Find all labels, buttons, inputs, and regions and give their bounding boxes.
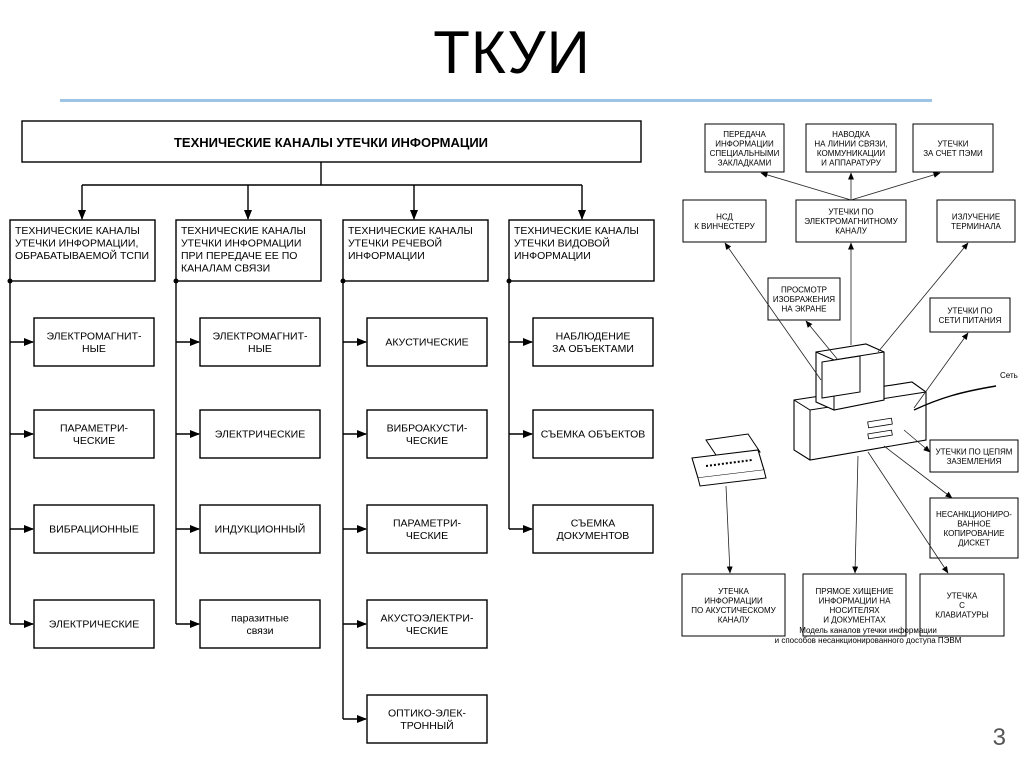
channel-box xyxy=(532,409,654,459)
arrow-to-ground xyxy=(903,429,931,453)
channel-box xyxy=(366,317,488,367)
leak-box-keyboard xyxy=(919,573,1005,637)
channels-classification-diagram: ТЕХНИЧЕСКИЕ КАНАЛЫ УТЕЧКИ ИНФОРМАЦИИ ТЕХН… xyxy=(7,120,655,744)
column-header-box xyxy=(508,219,655,282)
arrow-to-power xyxy=(913,332,969,409)
channel-box xyxy=(199,317,321,367)
junction-dot xyxy=(7,278,13,284)
leak-box-power xyxy=(929,297,1011,333)
channel-box xyxy=(366,409,488,459)
channel-box xyxy=(33,504,155,554)
leak-box-em_channel xyxy=(795,199,907,243)
channel-label: СЪЕМКА ОБЪЕКТОВ xyxy=(541,429,646,441)
printer-illustration xyxy=(691,433,767,487)
channel-label: ВИБРОАКУСТИ-ЧЕСКИЕ xyxy=(387,422,468,447)
arrow-to-copy xyxy=(883,445,953,499)
channel-label: ПАРАМЕТРИ-ЧЕСКИЕ xyxy=(60,422,129,447)
channel-box xyxy=(199,599,321,649)
channel-label: АКУСТОЭЛЕКТРИ-ЧЕСКИЕ xyxy=(381,612,474,637)
arrow-to-theft xyxy=(852,455,859,574)
channel-label: ПАРАМЕТРИ-ЧЕСКИЕ xyxy=(393,517,462,542)
net-label: Сеть xyxy=(1000,371,1018,380)
title-underline xyxy=(60,99,932,102)
arrow-to-screen xyxy=(805,320,839,361)
computer-illustration xyxy=(793,343,997,461)
channel-label: ВИБРАЦИОННЫЕ xyxy=(49,524,139,536)
arrow-to-nsd xyxy=(724,242,822,381)
root-box xyxy=(21,120,642,163)
channel-label: ЭЛЕКТРОМАГНИТ-НЫЕ xyxy=(212,330,308,355)
root-label: ТЕХНИЧЕСКИЕ КАНАЛЫ УТЕЧКИ ИНФОРМАЦИИ xyxy=(174,135,488,150)
channel-label: ЭЛЕКТРОМАГНИТ-НЫЕ xyxy=(46,330,142,355)
junction-dot xyxy=(340,278,346,284)
arrow-to-terminal xyxy=(877,242,969,353)
junction-dot xyxy=(173,278,179,284)
arrow-to-keyboard xyxy=(867,451,949,574)
leak-box-copy xyxy=(929,497,1019,559)
channel-label: ОПТИКО-ЭЛЕК-ТРОННЫЙ xyxy=(388,707,467,732)
page-number: 3 xyxy=(992,724,1006,751)
column-header-box xyxy=(342,219,489,282)
channel-box xyxy=(366,599,488,649)
channel-box xyxy=(199,409,321,459)
leak-box-ground xyxy=(929,439,1019,473)
leak-box-acoustic xyxy=(681,573,786,637)
column-header-box xyxy=(175,219,322,282)
arrow-to-transfer xyxy=(760,171,852,201)
channel-label: АКУСТИЧЕСКИЕ xyxy=(385,337,468,349)
junction-dot xyxy=(506,278,512,284)
leak-box-pemi xyxy=(912,123,994,173)
leak-box-induction xyxy=(805,123,897,173)
channel-box xyxy=(532,504,654,554)
arrow-to-pemi xyxy=(850,172,941,201)
column-header-box xyxy=(9,219,156,282)
channel-box xyxy=(33,409,155,459)
channel-box xyxy=(532,317,654,367)
slide-title: ТКУИ xyxy=(433,19,591,86)
channel-label: ИНДУКЦИОННЫЙ xyxy=(215,523,306,536)
channel-box xyxy=(33,317,155,367)
channel-label: ЭЛЕКТРИЧЕСКИЕ xyxy=(49,619,139,631)
leak-box-screen xyxy=(767,277,841,321)
leak-box-theft xyxy=(802,573,907,637)
channel-box xyxy=(366,694,488,744)
channel-box xyxy=(366,504,488,554)
leak-box-nsd xyxy=(682,199,767,243)
leak-box-terminal xyxy=(936,199,1016,243)
channel-box xyxy=(199,504,321,554)
leak-box-transfer xyxy=(704,123,785,173)
arrow-to-acoustic xyxy=(725,485,733,574)
channel-box xyxy=(33,599,155,649)
channel-label: ЭЛЕКТРИЧЕСКИЕ xyxy=(215,429,305,441)
